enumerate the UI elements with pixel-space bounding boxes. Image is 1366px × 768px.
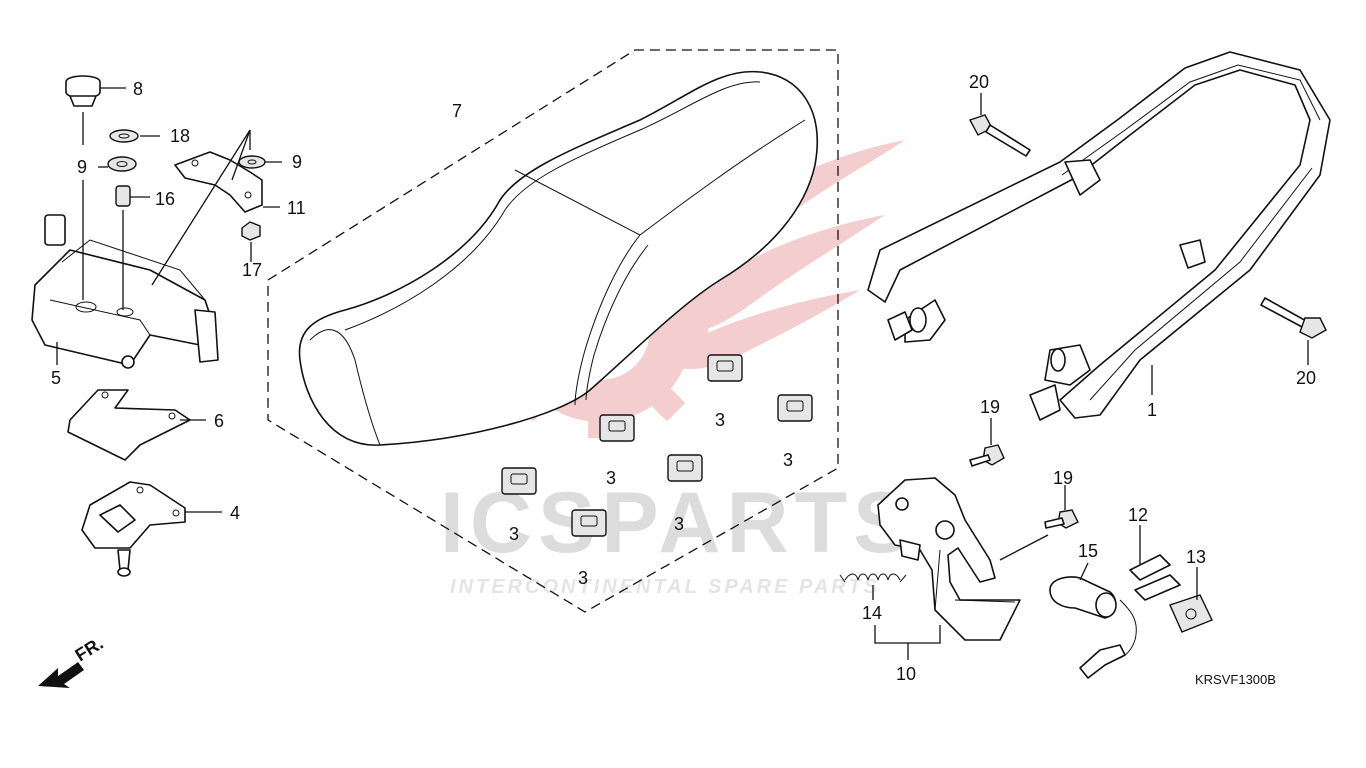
callout-3-c: 3 — [606, 468, 616, 488]
washer-part-9-left — [107, 156, 137, 172]
stay-part-11 — [174, 151, 263, 213]
callout-17: 17 — [242, 260, 262, 280]
plate-part-6 — [67, 389, 191, 461]
lock-bracket-part-10 — [877, 477, 1021, 641]
callout-6: 6 — [214, 411, 224, 431]
cap-part-8 — [65, 75, 101, 107]
direction-label: FR. — [72, 633, 107, 665]
key-cylinder-part-15 — [1049, 576, 1137, 679]
diagram-code: KRSVF1300B — [1195, 672, 1276, 687]
bolt-part-20-right — [1260, 297, 1327, 339]
callout-16: 16 — [155, 189, 175, 209]
washer-part-9-right — [238, 155, 266, 169]
callout-14: 14 — [862, 603, 882, 623]
leader-lines-right-top — [980, 93, 1309, 395]
bolt-part-19-top — [969, 444, 1005, 467]
callout-12: 12 — [1128, 505, 1148, 525]
rubber-buffer-parts-3 — [501, 354, 813, 537]
callout-19-top: 19 — [980, 397, 1000, 417]
watermark-tagline: INTERCONTINENTAL SPARE PARTS — [450, 576, 880, 598]
callout-3-b: 3 — [783, 450, 793, 470]
cover-part-13 — [1169, 594, 1213, 633]
callout-3-e: 3 — [509, 524, 519, 544]
callout-11: 11 — [287, 198, 306, 218]
clip-part-12 — [1129, 554, 1181, 601]
callout-15: 15 — [1078, 541, 1098, 561]
callout-9-left: 9 — [77, 157, 87, 177]
hinge-bracket-part-5 — [31, 214, 219, 369]
leader-lines-left — [56, 87, 282, 513]
seat-part-7 — [298, 70, 818, 446]
callout-1: 1 — [1147, 400, 1157, 420]
bolt-part-19-bottom — [1044, 509, 1079, 529]
grab-rail-part-1 — [867, 51, 1331, 421]
callout-20-top: 20 — [969, 72, 989, 92]
callout-13: 13 — [1186, 547, 1206, 567]
callout-3-a: 3 — [715, 410, 725, 430]
bolt-part-20-top — [968, 114, 1031, 157]
callout-9-right: 9 — [292, 152, 302, 172]
leader-lines-lock — [872, 418, 1198, 660]
spring-part-14 — [839, 573, 907, 583]
callout-10: 10 — [896, 664, 916, 684]
front-direction-arrow-icon — [38, 659, 84, 688]
seat-kit-box — [267, 49, 839, 613]
nut-part-17 — [241, 221, 261, 241]
callout-3-f: 3 — [578, 568, 588, 588]
callout-19-bottom: 19 — [1053, 468, 1073, 488]
callout-7: 7 — [452, 101, 462, 121]
bracket-part-4 — [81, 481, 186, 577]
callout-3-d: 3 — [674, 514, 684, 534]
callout-20-right: 20 — [1296, 368, 1316, 388]
collar-part-16 — [115, 185, 131, 207]
callout-5: 5 — [51, 368, 61, 388]
washer-part-18 — [109, 129, 139, 143]
callout-labels: 8 18 9 16 9 11 17 5 6 4 7 3 3 3 3 3 3 20… — [51, 72, 1316, 684]
callout-8: 8 — [133, 79, 143, 99]
callout-4: 4 — [230, 503, 240, 523]
callout-18: 18 — [170, 126, 190, 146]
